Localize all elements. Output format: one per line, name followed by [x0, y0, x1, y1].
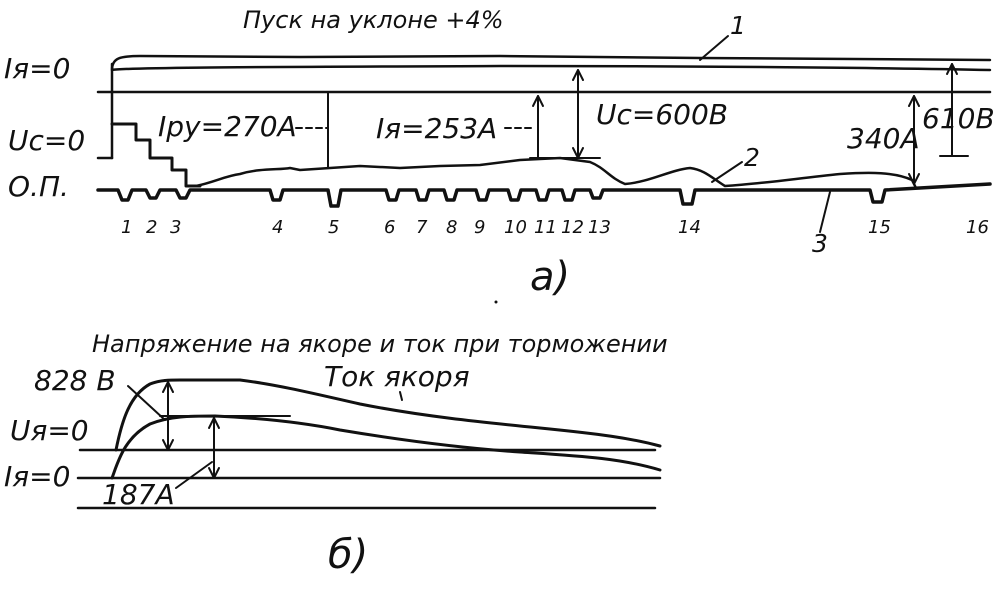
panel-b-title: Напряжение на якоре и ток при торможении: [92, 330, 668, 358]
tick-label: 16: [966, 217, 989, 238]
current-arrows: [208, 417, 220, 479]
label-i-a: Iя=253А: [376, 112, 497, 145]
i-a-dimension: [529, 95, 601, 159]
level-ua-zero: Uя=0: [10, 414, 89, 447]
armature-voltage-curve: [114, 378, 662, 452]
caption-a: а): [530, 254, 570, 300]
u-610-dimension: [939, 63, 969, 157]
u-610-arrows: [946, 63, 958, 75]
label-187a: 187А: [102, 478, 175, 511]
label-i-ru: Iру=270А: [158, 110, 297, 143]
panel-a-title: Пуск на уклоне +4%: [243, 6, 504, 34]
u-c-arrows: [572, 69, 584, 159]
level-op: О.П.: [8, 170, 69, 203]
level-ia-zero: Iя=0: [4, 52, 70, 85]
label-828v: 828 В: [34, 364, 116, 397]
tick-label: 5: [328, 217, 339, 238]
level-ia-zero-b: Iя=0: [4, 460, 70, 493]
current-leader: [175, 461, 213, 489]
tick-label: 2: [146, 217, 157, 238]
tick-label: 1: [121, 217, 132, 238]
tick-label: 13: [588, 217, 611, 238]
position-ticks: 1 2 3 4 5 6 7 8 9 10 11 12 13 14 15 16: [121, 217, 989, 238]
curve-1-leader: [699, 35, 729, 61]
curve-label-2: 2: [744, 143, 760, 172]
curve-3-leader: [819, 191, 831, 233]
stepped-start-voltage: [110, 122, 202, 188]
tick-label: 3: [170, 217, 181, 238]
tick-label: 8: [446, 217, 457, 238]
tick-label: 4: [272, 217, 283, 238]
curve-label-1: 1: [730, 11, 746, 40]
label-340a: 340А: [847, 122, 920, 155]
caption-b: б): [328, 532, 368, 578]
curve-1-voltage: [110, 54, 992, 72]
panel-b: Напряжение на якоре и ток при торможении…: [4, 330, 668, 578]
tick-label: 9: [474, 217, 485, 238]
curve-label-3: 3: [812, 229, 828, 258]
stray-dot: [494, 300, 498, 304]
panel-a: Пуск на уклоне +4% Iру=270А Iя=253А Uc=6…: [4, 6, 995, 300]
voltage-leader: [127, 385, 166, 421]
voltage-arrows: [162, 381, 174, 451]
label-u-c: Uc=600В: [596, 98, 728, 131]
i-340-arrows: [908, 95, 920, 185]
i-a-arrow: [532, 95, 544, 107]
label-current: Ток якоря: [324, 360, 470, 393]
tick-label: 10: [504, 217, 527, 238]
level-uc-zero: Uc=0: [8, 124, 85, 157]
tick-label: 11: [534, 217, 557, 238]
current-label-leader: [399, 391, 403, 401]
curve-3-baseline: [96, 182, 992, 208]
label-610b: 610В: [922, 102, 995, 135]
curve-2-current: [194, 156, 918, 190]
tick-label: 6: [384, 217, 395, 238]
curve-2-leader: [711, 161, 743, 183]
tick-label: 14: [678, 217, 701, 238]
armature-current-curve: [110, 414, 662, 480]
tick-label: 12: [561, 217, 584, 238]
tick-label: 7: [416, 217, 428, 238]
tick-label: 15: [868, 217, 891, 238]
